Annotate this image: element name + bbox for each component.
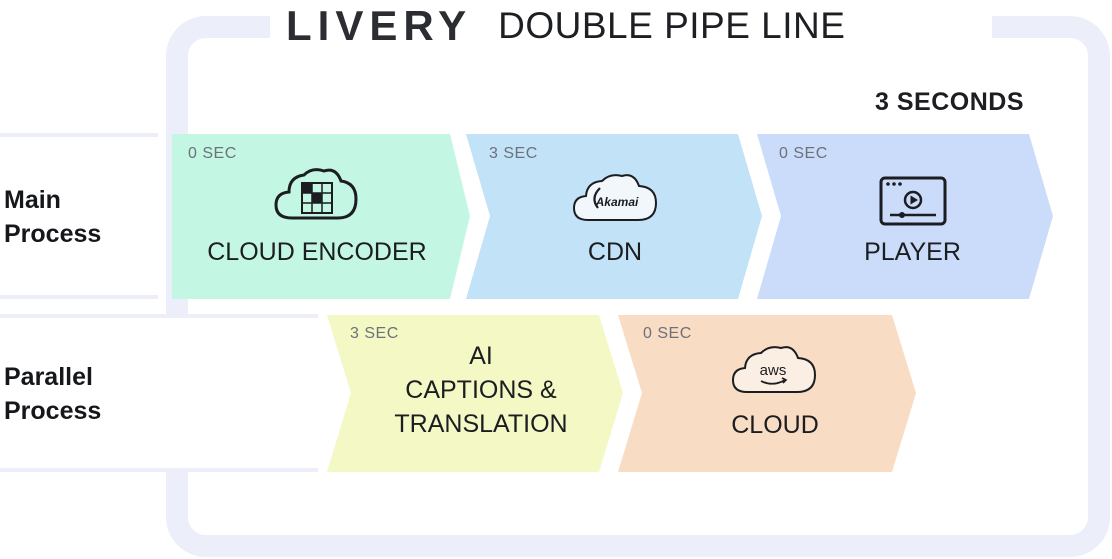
player-seconds: 0 SEC — [779, 145, 828, 162]
stage-cloud — [618, 315, 916, 472]
main-process-band — [0, 133, 158, 299]
ai-captions-label: AI CAPTIONS & TRANSLATION — [350, 339, 612, 441]
main-process-label-line1: Main — [4, 186, 61, 214]
cdn-label: CDN — [587, 238, 643, 266]
main-process-label: Main Process — [4, 183, 101, 251]
page-title: LIVERY DOUBLE PIPE LINE — [286, 2, 845, 50]
parallel-process-label: Parallel Process — [4, 360, 101, 428]
main-process-label-line2: Process — [4, 220, 102, 248]
cloud-label: CLOUD — [731, 411, 819, 439]
cdn-seconds: 3 SEC — [489, 145, 538, 162]
cloud-grid-icon — [274, 168, 358, 220]
cloud-encoder-seconds: 0 SEC — [188, 145, 237, 162]
stage-player — [757, 134, 1053, 299]
ai-captions-label-line1: AI — [469, 342, 493, 370]
player-label: PLAYER — [864, 238, 961, 266]
aws-cloud-icon-text: aws — [760, 362, 787, 379]
stage-player-shape — [757, 134, 1053, 299]
aws-cloud-icon: aws — [731, 346, 817, 393]
video-player-icon — [879, 176, 947, 226]
stage-ai-captions-shape — [327, 315, 623, 472]
stage-ai-captions — [327, 315, 623, 472]
ai-captions-label-line3: TRANSLATION — [394, 410, 568, 438]
parallel-process-label-line1: Parallel — [4, 363, 93, 391]
cloud-seconds: 0 SEC — [643, 325, 692, 342]
ai-captions-label-line2: CAPTIONS & — [405, 376, 557, 404]
akamai-cloud-icon-text: Akamai — [595, 195, 639, 209]
akamai-cloud-icon: Akamai — [572, 174, 658, 221]
total-latency-label: 3 SECONDS — [875, 88, 1024, 116]
cloud-encoder-label: CLOUD ENCODER — [207, 238, 427, 266]
brand-logo-text: LIVERY — [286, 2, 473, 49]
stage-cloud-shape — [618, 315, 916, 472]
parallel-process-band — [0, 314, 318, 472]
diagram-subtitle: DOUBLE PIPE LINE — [498, 5, 846, 46]
ai-captions-seconds: 3 SEC — [350, 325, 399, 342]
parallel-process-label-line2: Process — [4, 397, 102, 425]
title-background — [270, 0, 992, 56]
